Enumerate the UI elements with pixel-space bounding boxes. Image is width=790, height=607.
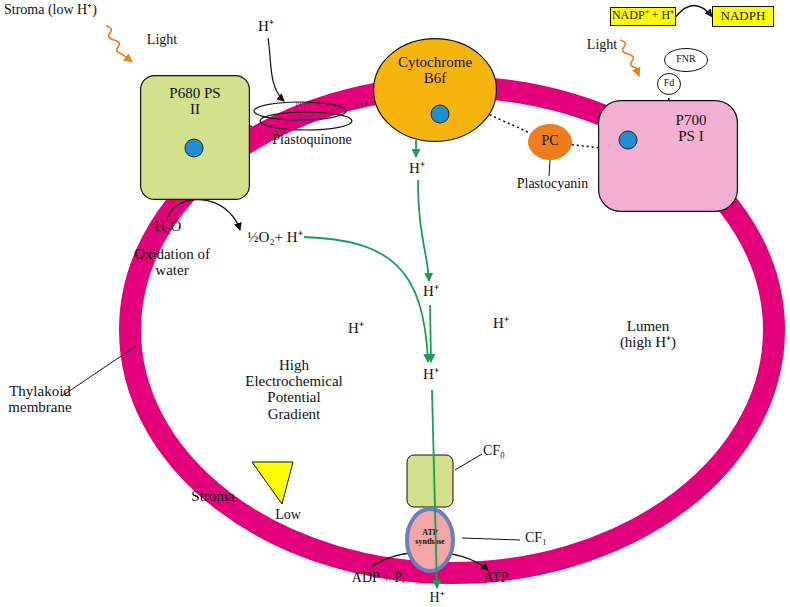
diagram-label: H⁺ xyxy=(424,590,450,605)
proton-flow-arrow xyxy=(415,140,417,157)
diagram-label: CF₁ xyxy=(520,530,552,545)
node-shape xyxy=(374,39,497,142)
electron-path xyxy=(490,115,531,134)
node-text: PQ xyxy=(290,102,310,111)
leader-line xyxy=(549,160,550,176)
node-text: NADPH xyxy=(712,9,774,23)
diagram-label: Light xyxy=(580,37,624,52)
node-shape xyxy=(665,49,708,72)
leader-line xyxy=(455,454,482,470)
node-text: P700 PS I xyxy=(666,112,716,144)
cf0-subunit xyxy=(407,455,453,507)
fnr-enzyme: FNR xyxy=(664,48,708,72)
diagram-label: ATP xyxy=(476,570,516,585)
light-arrow xyxy=(106,26,132,62)
photosystem-box: P700 PS I xyxy=(598,100,738,212)
diagram-label: Plastoquinone xyxy=(257,132,367,147)
node-text: Cytochrome B6f xyxy=(390,54,480,86)
diagram-label: High Electrochemical Potential Gradient xyxy=(240,357,348,422)
diagram-label: Stroma (low H⁺) xyxy=(4,2,134,17)
diagram-label: Oxidation of water xyxy=(130,246,214,278)
proton-flow-arrow xyxy=(432,390,437,588)
atp-synthase: ATP synthase xyxy=(405,507,455,573)
leader-line xyxy=(62,346,136,396)
proton-uptake-arrow xyxy=(268,38,284,101)
diagram-label: ½O₂+ H⁺ xyxy=(240,229,310,245)
plastocyanin-carrier: PC xyxy=(528,124,572,160)
diagram-label: Stroma xyxy=(183,488,243,504)
node-shape xyxy=(599,101,738,212)
plastoquinone-loop: PQ PQH xyxy=(252,100,356,132)
node-shape xyxy=(407,509,453,571)
electron-dot xyxy=(431,105,449,123)
node-text: Fd xyxy=(657,78,681,89)
leader-line xyxy=(462,538,520,540)
diagram-label: Low xyxy=(268,507,308,522)
node-shape xyxy=(611,8,676,26)
diagram-label: ADP + Pᵢ xyxy=(342,570,414,585)
electron-path xyxy=(356,102,375,106)
electron-path xyxy=(250,125,252,127)
electron-path xyxy=(572,145,598,148)
light-arrow xyxy=(620,40,639,76)
diagram-label: H₂O xyxy=(146,218,190,234)
substrate-box: NADP⁺ + H⁺ xyxy=(610,7,676,26)
electron-path xyxy=(668,95,670,100)
node-outline xyxy=(373,38,497,142)
proton-flow-arrow xyxy=(430,305,431,362)
diagram-label: H⁺ xyxy=(488,315,514,331)
electron-dot xyxy=(185,139,203,157)
proton-flow-arrow xyxy=(418,180,429,281)
node-shape xyxy=(658,74,681,95)
product-box: NADPH xyxy=(712,6,774,27)
diagram-label: H⁺ xyxy=(404,160,430,176)
diagram-label: H⁺ xyxy=(254,18,278,34)
reaction-arrow xyxy=(676,6,712,17)
plastoquinone-ring xyxy=(260,112,352,130)
node-text: PQH xyxy=(292,115,318,124)
node-shape xyxy=(529,125,572,160)
diagram-label: Plastocyanin xyxy=(505,176,600,191)
node-outline xyxy=(598,100,738,212)
ferredoxin-circle: Fd xyxy=(657,73,681,95)
diagram-label: Thylakoid membrane xyxy=(0,383,80,415)
photosystem-box: P680 PS II xyxy=(140,75,250,200)
node-shape xyxy=(713,7,774,27)
diagram-label: H⁺ xyxy=(418,283,444,299)
node-shape xyxy=(141,76,250,200)
node-text: ATP synthase xyxy=(410,529,450,546)
diagram-label: Lumen (high H⁺) xyxy=(610,318,686,350)
gradient-triangle xyxy=(252,462,293,504)
electron-dot xyxy=(619,131,637,149)
node-text: PC xyxy=(530,133,570,148)
node-text: FNR xyxy=(664,54,708,65)
diagram-label: H⁺ xyxy=(343,320,369,336)
diagram-label: H⁺ xyxy=(418,366,444,382)
diagram-label: CF₀ xyxy=(478,443,510,458)
cytochrome-complex: Cytochrome B6f xyxy=(373,38,497,142)
diagram-label: Light xyxy=(140,32,184,47)
node-text: P680 PS II xyxy=(165,85,225,117)
proton-flow-arrow xyxy=(304,237,428,362)
node-text: NADP⁺ + H⁺ xyxy=(610,9,676,22)
